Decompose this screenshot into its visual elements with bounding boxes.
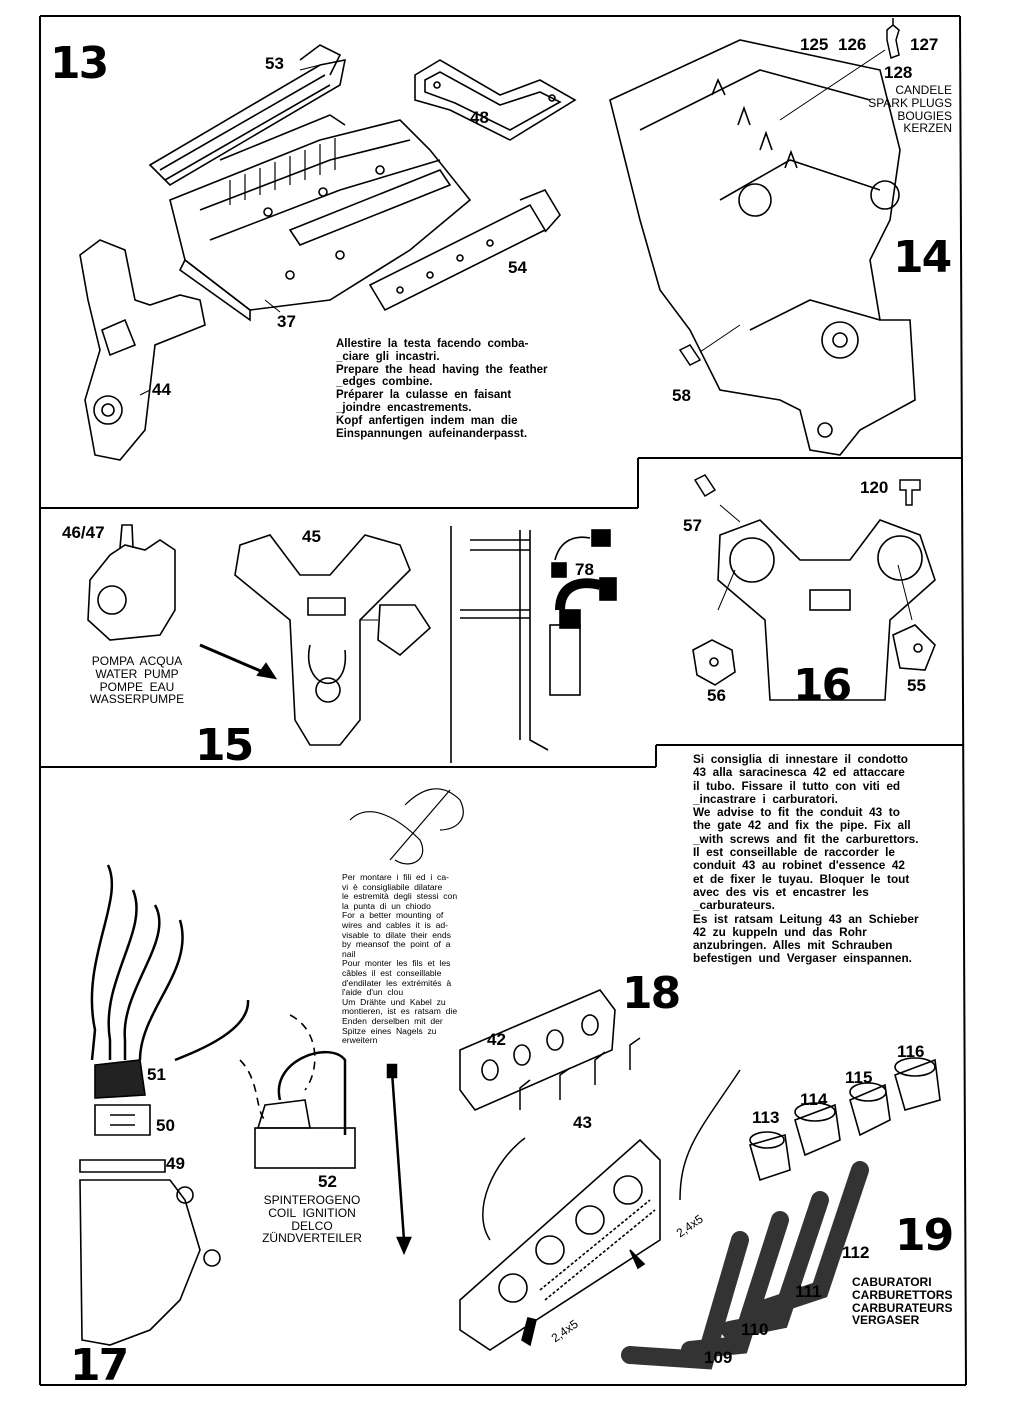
coil-ignition-caption: SPINTEROGENO COIL IGNITION DELCO ZÜNDVER… bbox=[262, 1193, 362, 1246]
rocker-cover-drawing bbox=[148, 44, 347, 187]
part-label-46-47: 46/47 bbox=[62, 523, 105, 542]
distributor-drawing bbox=[79, 1059, 221, 1346]
part-label-56: 56 bbox=[707, 686, 726, 705]
coil-drawing bbox=[239, 1014, 356, 1169]
part-label-42: 42 bbox=[487, 1030, 506, 1049]
hoses-78-drawing bbox=[460, 529, 617, 751]
carburetors-caption: CABURATORI CARBURETTORS CARBURATEURS VER… bbox=[852, 1275, 953, 1328]
timing-cover-44-drawing bbox=[79, 239, 206, 461]
part-label-113: 113 bbox=[752, 1108, 780, 1127]
part-label-109: 109 bbox=[704, 1348, 733, 1367]
water-pump-drawing bbox=[87, 524, 176, 641]
step-number-17: 17 bbox=[70, 1340, 129, 1391]
part-label-128: 128 bbox=[884, 63, 913, 82]
manifold-42-drawing bbox=[459, 989, 616, 1111]
ignition-wires-drawing bbox=[90, 864, 250, 1062]
part-label-116: 116 bbox=[897, 1042, 925, 1061]
step-number-15: 15 bbox=[195, 720, 254, 771]
part-label-58: 58 bbox=[672, 386, 691, 405]
part-label-114: 114 bbox=[800, 1090, 828, 1109]
spark-plug-icon bbox=[886, 18, 900, 60]
part-label-43: 43 bbox=[573, 1113, 592, 1132]
part-label-49: 49 bbox=[166, 1154, 185, 1173]
part-label-51: 51 bbox=[147, 1065, 166, 1084]
part-label-55: 55 bbox=[907, 676, 926, 695]
front-cover-45-drawing bbox=[234, 534, 432, 746]
spark-plugs-caption: CANDELE SPARK PLUGS BOUGIES KERZEN bbox=[868, 83, 952, 136]
head-assembly-note: Allestire la testa facendo comba- _ciare… bbox=[336, 338, 548, 440]
part-label-125: 125 bbox=[800, 35, 829, 54]
carburetors-drawing bbox=[749, 1057, 941, 1182]
part-label-126: 126 bbox=[838, 35, 867, 54]
part-label-78: 78 bbox=[575, 560, 594, 579]
part-label-111: 111 bbox=[795, 1282, 822, 1301]
panel-dividers bbox=[40, 457, 963, 768]
step-number-13: 13 bbox=[50, 38, 109, 89]
gasket-48-drawing bbox=[414, 59, 577, 141]
camshaft-54-drawing bbox=[368, 189, 561, 312]
arrow-to-cover bbox=[199, 643, 278, 680]
exhaust-pipes-drawing bbox=[621, 1161, 869, 1370]
fitting-120-icon bbox=[899, 479, 921, 506]
wires-tip-note: Per montare i fili ed i ca- vi è consigl… bbox=[342, 872, 458, 1046]
part-label-52: 52 bbox=[318, 1172, 337, 1191]
part-label-112: 112 bbox=[842, 1243, 870, 1262]
part-label-37: 37 bbox=[277, 312, 296, 331]
part-label-53: 53 bbox=[265, 54, 284, 73]
step-number-14: 14 bbox=[893, 232, 952, 283]
part-label-57: 57 bbox=[683, 516, 702, 535]
water-pump-caption: POMPA ACQUA WATER PUMP POMPE EAU WASSERP… bbox=[89, 654, 185, 707]
part-label-54: 54 bbox=[508, 258, 527, 277]
cylinder-head-drawing bbox=[169, 114, 472, 322]
part-label-120: 120 bbox=[860, 478, 889, 497]
part-label-127: 127 bbox=[910, 35, 939, 54]
block-front-16-drawing bbox=[692, 519, 936, 701]
part-label-45: 45 bbox=[302, 527, 321, 546]
part-label-48: 48 bbox=[470, 108, 489, 127]
part-label-44: 44 bbox=[152, 380, 171, 399]
conduit-assembly-note: Si consiglia di innestare il condotto 43… bbox=[693, 752, 919, 966]
bolt-58-icon bbox=[678, 324, 741, 366]
step-number-18: 18 bbox=[622, 968, 681, 1019]
conduit-43-drawing bbox=[482, 1037, 741, 1241]
part-label-115: 115 bbox=[845, 1068, 873, 1087]
step-number-16: 16 bbox=[793, 660, 852, 711]
fitting-57-icon bbox=[693, 474, 741, 523]
hands-nail-drawing bbox=[349, 788, 464, 865]
part-label-50: 50 bbox=[156, 1116, 175, 1135]
intake-base-drawing bbox=[459, 1138, 661, 1351]
step-number-19: 19 bbox=[895, 1210, 954, 1261]
part-label-110: 110 bbox=[741, 1320, 769, 1339]
page-frame bbox=[39, 15, 967, 1386]
engine-block-14-drawing bbox=[609, 39, 916, 456]
single-wire-drawing bbox=[386, 1063, 412, 1256]
